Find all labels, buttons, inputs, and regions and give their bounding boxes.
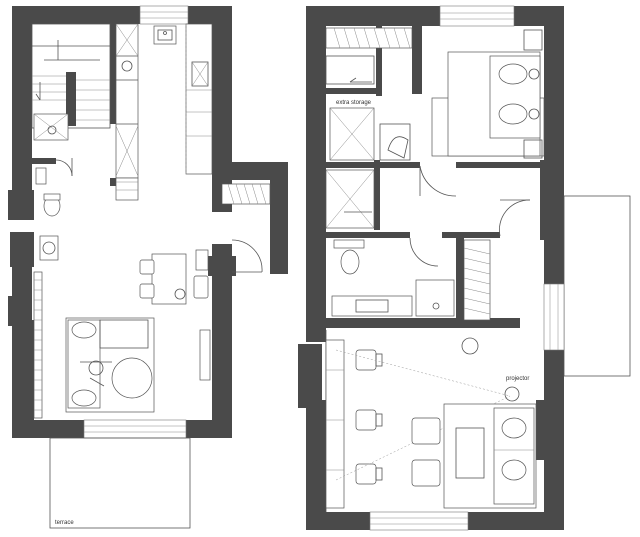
dining-set bbox=[139, 249, 209, 305]
desk-row bbox=[325, 330, 345, 512]
terrace-label: terrace bbox=[55, 520, 74, 526]
left-shelf bbox=[33, 271, 43, 419]
ground-shower bbox=[33, 113, 69, 141]
extra-storage: extra storage bbox=[329, 100, 411, 161]
window-top-right bbox=[439, 5, 515, 27]
extra-storage-label: extra storage bbox=[336, 100, 372, 106]
upper-shower bbox=[325, 169, 375, 229]
wardrobe-ground bbox=[221, 183, 271, 205]
upper-floor-plan: extra storage bbox=[298, 5, 631, 531]
upper-wardrobe bbox=[325, 27, 413, 85]
bedroom-door bbox=[419, 165, 457, 197]
ottoman-1 bbox=[411, 417, 441, 445]
hall-lamp bbox=[461, 337, 479, 355]
hall-wardrobe bbox=[463, 239, 491, 321]
office-chairs bbox=[355, 349, 383, 485]
window-bottom-right bbox=[369, 511, 469, 531]
upper-floor-walls bbox=[298, 6, 564, 530]
ground-floor-walls bbox=[8, 6, 288, 438]
counter-right bbox=[185, 23, 213, 175]
living-area bbox=[65, 317, 155, 413]
upper-bathroom bbox=[331, 239, 455, 317]
entry-door bbox=[231, 239, 263, 273]
ground-wc bbox=[35, 158, 73, 217]
kitchen-units bbox=[115, 23, 177, 201]
window-top-left bbox=[139, 5, 189, 25]
landing-door bbox=[499, 199, 531, 237]
staircase bbox=[31, 23, 111, 129]
washing-machine bbox=[39, 235, 59, 261]
double-bed bbox=[431, 29, 545, 159]
ottoman-2 bbox=[411, 459, 441, 487]
projector-label: projector bbox=[506, 376, 529, 382]
ground-floor-plan: terrace bbox=[8, 5, 288, 529]
tv-unit bbox=[199, 329, 211, 381]
balcony bbox=[543, 195, 631, 377]
bath-door bbox=[409, 237, 439, 267]
window-bottom-left bbox=[83, 419, 187, 439]
sofa-upper bbox=[443, 403, 537, 509]
terrace: terrace bbox=[49, 437, 191, 529]
